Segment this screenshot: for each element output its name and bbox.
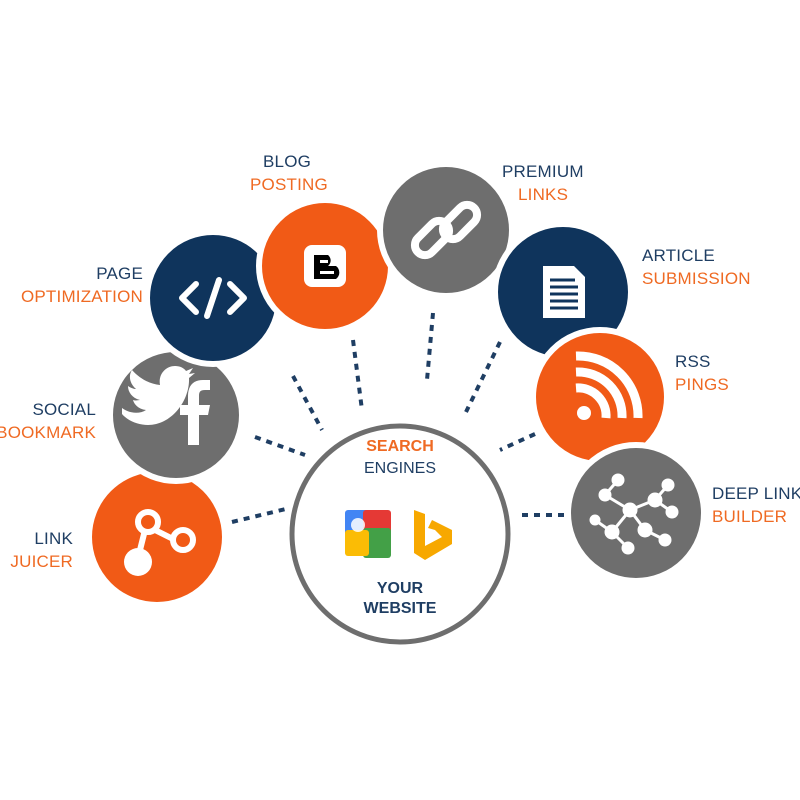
google-logo bbox=[345, 510, 391, 558]
label-line2: PINGS bbox=[675, 375, 729, 394]
node-rss-pings bbox=[530, 327, 670, 467]
center-title-website: WEBSITE bbox=[363, 600, 437, 617]
label-line1: RSS bbox=[675, 352, 711, 371]
blogger-icon bbox=[304, 245, 346, 287]
label-social-bookmark: SOCIAL BOOKMARK bbox=[0, 398, 96, 444]
node-deep-link-builder bbox=[565, 442, 707, 584]
label-line1: PAGE bbox=[96, 264, 143, 283]
document-icon bbox=[543, 266, 585, 318]
network-icon bbox=[589, 473, 679, 555]
center-title-engines: ENGINES bbox=[363, 460, 436, 477]
node-blog-posting bbox=[256, 197, 394, 335]
node-link-juicer bbox=[86, 466, 228, 608]
bing-logo bbox=[414, 510, 452, 560]
label-premium-links: PREMIUM LINKS bbox=[502, 160, 584, 206]
label-rss-pings: RSS PINGS bbox=[675, 350, 729, 396]
link-juicer-icon bbox=[124, 509, 196, 576]
connector-link-juicer bbox=[231, 506, 291, 524]
node-premium-links bbox=[377, 161, 515, 299]
center-circle bbox=[289, 423, 511, 645]
label-deep-link-builder: DEEP LINK BUILDER bbox=[712, 482, 800, 528]
twitter-facebook-icon bbox=[122, 366, 210, 445]
chain-link-icon bbox=[410, 200, 482, 260]
node-article-submission bbox=[492, 221, 634, 363]
label-line1: DEEP LINK bbox=[712, 484, 800, 503]
label-link-juicer: LINK JUICER bbox=[10, 527, 73, 573]
label-blog-posting: BLOG POSTING bbox=[250, 150, 328, 196]
connector-article-submission bbox=[464, 341, 502, 413]
center-title-search: SEARCH bbox=[366, 438, 434, 455]
label-line2: LINKS bbox=[518, 185, 569, 204]
label-line2: POSTING bbox=[250, 175, 328, 194]
node-social-bookmark bbox=[107, 346, 245, 484]
label-line2: OPTIMIZATION bbox=[20, 287, 143, 306]
label-article-submission: ARTICLE SUBMISSION bbox=[642, 244, 751, 290]
center-title-your: YOUR bbox=[376, 580, 424, 597]
label-line2: JUICER bbox=[10, 552, 73, 571]
connector-rss-pings bbox=[499, 432, 536, 452]
label-line1: ARTICLE bbox=[642, 246, 715, 265]
connectors bbox=[231, 312, 565, 524]
label-line2: BUILDER bbox=[712, 507, 788, 526]
connector-premium-links bbox=[425, 312, 435, 381]
label-line1: SOCIAL bbox=[32, 400, 96, 419]
connector-page-optimization bbox=[291, 375, 324, 431]
label-line2: BOOKMARK bbox=[0, 423, 96, 442]
rss-icon bbox=[575, 351, 643, 420]
connector-blog-posting bbox=[351, 339, 364, 411]
label-page-optimization: PAGE OPTIMIZATION bbox=[21, 262, 143, 308]
connector-social-bookmark bbox=[254, 435, 306, 457]
label-line2: SUBMISSION bbox=[642, 269, 751, 288]
label-line1: BLOG bbox=[263, 152, 312, 171]
code-icon bbox=[179, 277, 247, 319]
label-line1: LINK bbox=[34, 529, 73, 548]
label-line1: PREMIUM bbox=[502, 162, 584, 181]
